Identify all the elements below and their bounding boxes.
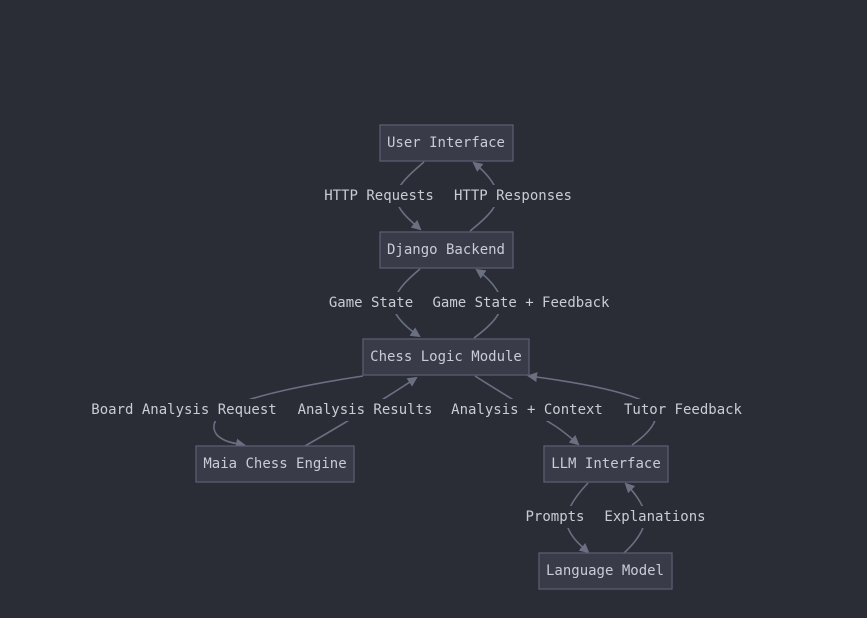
- node-chess-logic-module: Chess Logic Module: [362, 338, 530, 376]
- edge-labels: HTTP Requests HTTP Responses Game State …: [89, 185, 744, 528]
- node-llm-interface: LLM Interface: [543, 445, 669, 483]
- edge-label-analysis-context: Analysis + Context: [451, 402, 603, 418]
- node-django-backend: Django Backend: [379, 231, 514, 269]
- node-label-language-model: Language Model: [546, 563, 664, 579]
- node-label-chess-logic-module: Chess Logic Module: [370, 349, 522, 365]
- edge-label-explanations: Explanations: [604, 509, 705, 525]
- node-language-model: Language Model: [538, 552, 673, 590]
- node-label-llm-interface: LLM Interface: [551, 456, 661, 472]
- node-user-interface: User Interface: [379, 124, 514, 162]
- node-maia-chess-engine: Maia Chess Engine: [195, 445, 355, 483]
- edge-label-http-responses: HTTP Responses: [454, 188, 572, 204]
- edge-label-game-state: Game State: [329, 295, 413, 311]
- edge-label-analysis-results: Analysis Results: [298, 402, 433, 418]
- edge-analysis-context: [474, 375, 580, 446]
- edge-label-game-state-feedback: Game State + Feedback: [432, 295, 610, 311]
- edge-label-http-requests: HTTP Requests: [324, 188, 434, 204]
- edge-label-prompts: Prompts: [525, 509, 584, 525]
- edge-label-board-analysis-request: Board Analysis Request: [91, 402, 276, 418]
- edge-label-tutor-feedback: Tutor Feedback: [624, 402, 743, 418]
- node-label-user-interface: User Interface: [387, 135, 505, 151]
- node-label-django-backend: Django Backend: [387, 242, 505, 258]
- node-label-maia-chess-engine: Maia Chess Engine: [203, 456, 346, 472]
